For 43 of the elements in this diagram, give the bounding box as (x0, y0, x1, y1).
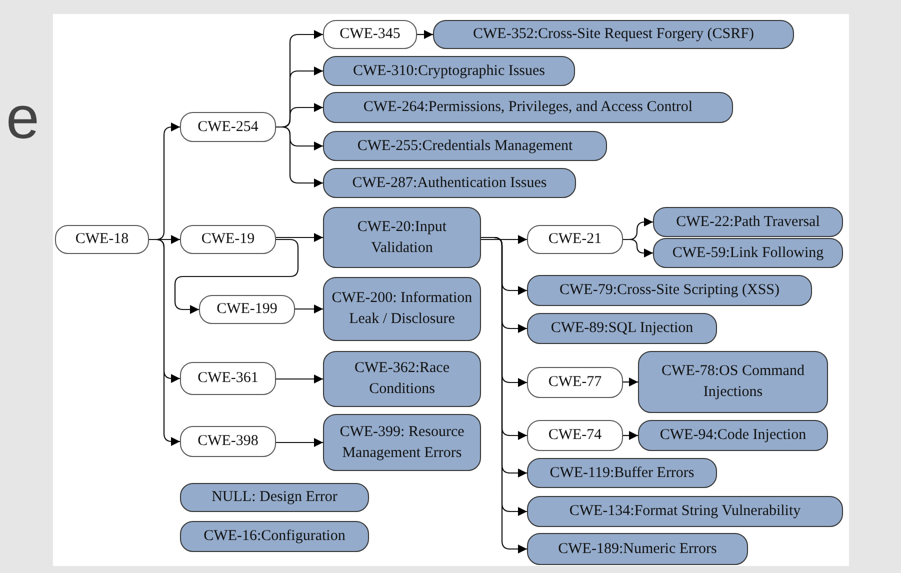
category-node: CWE-361 (180, 362, 276, 395)
category-node: CWE-77 (527, 367, 623, 398)
category-node: CWE-398 (180, 426, 276, 457)
category-node: CWE-21 (527, 225, 623, 254)
weakness-node: CWE-362:Race Conditions (323, 351, 481, 407)
arrow (174, 238, 299, 314)
category-node: CWE-74 (527, 420, 623, 451)
category-node: CWE-345 (323, 20, 417, 49)
weakness-node: CWE-310:Cryptographic Issues (323, 56, 575, 86)
category-node: CWE-18 (55, 225, 149, 254)
slide-title-fragment: e (6, 88, 40, 148)
arrow (276, 374, 323, 384)
weakness-node: CWE-119:Buffer Errors (527, 458, 717, 488)
arrow (295, 304, 323, 314)
weakness-node: CWE-399: Resource Management Errors (323, 414, 481, 471)
category-node: CWE-199 (199, 295, 295, 324)
weakness-node: CWE-189:Numeric Errors (527, 533, 748, 565)
weakness-node: CWE-16:Configuration (180, 521, 369, 552)
weakness-node: CWE-89:SQL Injection (527, 313, 717, 344)
weakness-node: CWE-134:Format String Vulnerability (527, 496, 843, 527)
arrow (417, 30, 433, 39)
arrow (149, 238, 180, 446)
weakness-node: CWE-59:Link Following (653, 238, 843, 268)
weakness-node: CWE-264:Permissions, Privileges, and Access Control (323, 92, 733, 123)
weakness-node: CWE-287:Authentication Issues (323, 168, 576, 198)
weakness-node: CWE-352:Cross-Site Request Forgery (CSRF) (433, 20, 794, 49)
category-node: CWE-19 (180, 225, 276, 254)
weakness-node: CWE-200: Information Leak / Disclosure (323, 277, 481, 341)
weakness-node: CWE-22:Path Traversal (653, 207, 843, 237)
arrow (623, 378, 638, 386)
arrow (276, 126, 323, 188)
weakness-node: NULL: Design Error (180, 483, 369, 512)
arrow (623, 431, 638, 440)
weakness-node: CWE-79:Cross-Site Scripting (XSS) (527, 275, 812, 306)
category-node: CWE-254 (180, 112, 276, 142)
arrow (623, 238, 653, 258)
arrow (481, 235, 527, 244)
weakness-node: CWE-20:Input Validation (323, 207, 481, 268)
weakness-node: CWE-94:Code Injection (638, 420, 828, 451)
weakness-node: CWE-78:OS Command Injections (638, 351, 828, 413)
arrow (276, 233, 323, 242)
arrow (276, 438, 323, 447)
weakness-node: CWE-255:Credentials Management (323, 131, 607, 161)
